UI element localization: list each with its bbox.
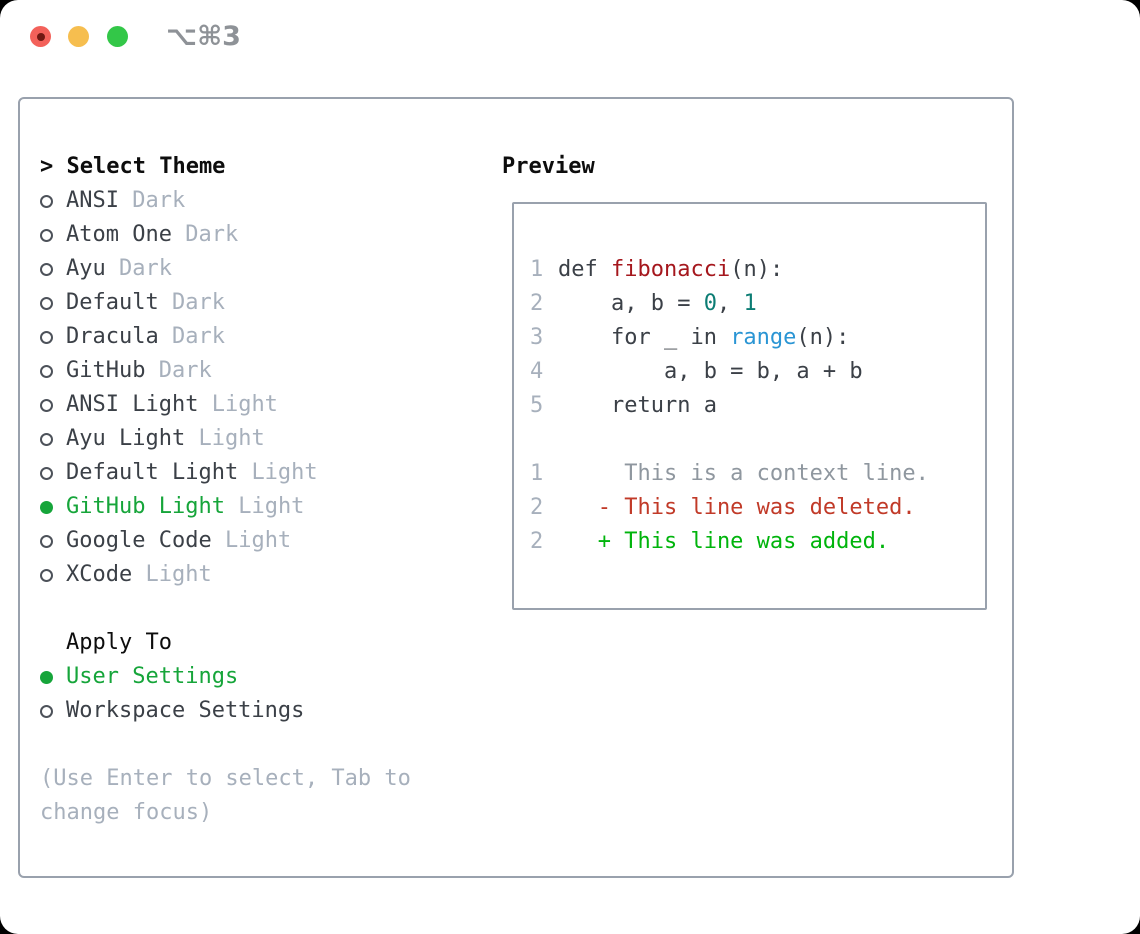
radio-selected-icon [40,500,53,514]
radio-unselected-icon [40,704,53,718]
hint-text-line2: change focus) [40,800,213,825]
line-number: 2 [530,291,544,316]
theme-item-ayu-light[interactable]: Ayu Light Light [40,422,490,456]
apply-to-header: Apply To [66,630,172,655]
window-title: ⌥⌘3 [166,21,241,52]
radio-unselected-icon [40,194,53,208]
diff-context-line: 1 This is a context line. [530,457,985,491]
code-line: 4 a, b = b, a + b [530,355,985,389]
radio-unselected-icon [40,228,53,242]
line-number: 2 [530,529,544,554]
theme-item-dracula-dark[interactable]: Dracula Dark [40,320,490,354]
code-line: 5 return a [530,389,985,423]
radio-unselected-icon [40,330,53,344]
theme-item-ayu-dark[interactable]: Ayu Dark [40,252,490,286]
line-number: 1 [530,257,544,282]
zoom-button[interactable] [107,26,128,47]
apply-option-workspace-settings[interactable]: Workspace Settings [40,694,490,728]
line-number: 3 [530,325,544,350]
theme-item-github-dark[interactable]: GitHub Dark [40,354,490,388]
theme-list: > Select Theme ANSI Dark Atom One Dark A… [40,150,490,830]
radio-unselected-icon [40,466,53,480]
title-bar[interactable]: ⌥⌘3 [0,0,1140,72]
code-line: 2 a, b = 0, 1 [530,287,985,321]
line-number: 4 [530,359,544,384]
theme-item-google-code-light[interactable]: Google Code Light [40,524,490,558]
spacer [40,592,490,626]
radio-unselected-icon [40,568,53,582]
theme-item-default-dark[interactable]: Default Dark [40,286,490,320]
select-theme-header: > Select Theme [40,154,226,179]
spacer [530,423,985,457]
radio-unselected-icon [40,364,53,378]
close-button[interactable] [30,26,51,47]
theme-item-xcode-light[interactable]: XCode Light [40,558,490,592]
theme-item-default-light[interactable]: Default Light Light [40,456,490,490]
diff-added-line: 2 + This line was added. [530,525,985,559]
theme-item-atom-one-dark[interactable]: Atom One Dark [40,218,490,252]
diff-deleted-line: 2 - This line was deleted. [530,491,985,525]
radio-unselected-icon [40,262,53,276]
code-line: 3 for _ in range(n): [530,321,985,355]
apply-option-user-settings[interactable]: User Settings [40,660,490,694]
line-number: 1 [530,461,544,486]
close-modified-dot-icon [36,32,45,41]
minimize-button[interactable] [68,26,89,47]
theme-item-ansi-light[interactable]: ANSI Light Light [40,388,490,422]
spacer [40,728,490,762]
line-number: 2 [530,495,544,520]
radio-unselected-icon [40,296,53,310]
theme-item-github-light[interactable]: GitHub Light Light [40,490,490,524]
radio-unselected-icon [40,432,53,446]
theme-selector-panel: > Select Theme ANSI Dark Atom One Dark A… [18,97,1014,878]
preview-header: Preview [502,154,595,179]
radio-unselected-icon [40,534,53,548]
line-number: 5 [530,393,544,418]
theme-item-ansi-dark[interactable]: ANSI Dark [40,184,490,218]
radio-unselected-icon [40,398,53,412]
hint-text-line1: (Use Enter to select, Tab to [40,766,411,791]
radio-selected-icon [40,670,53,684]
